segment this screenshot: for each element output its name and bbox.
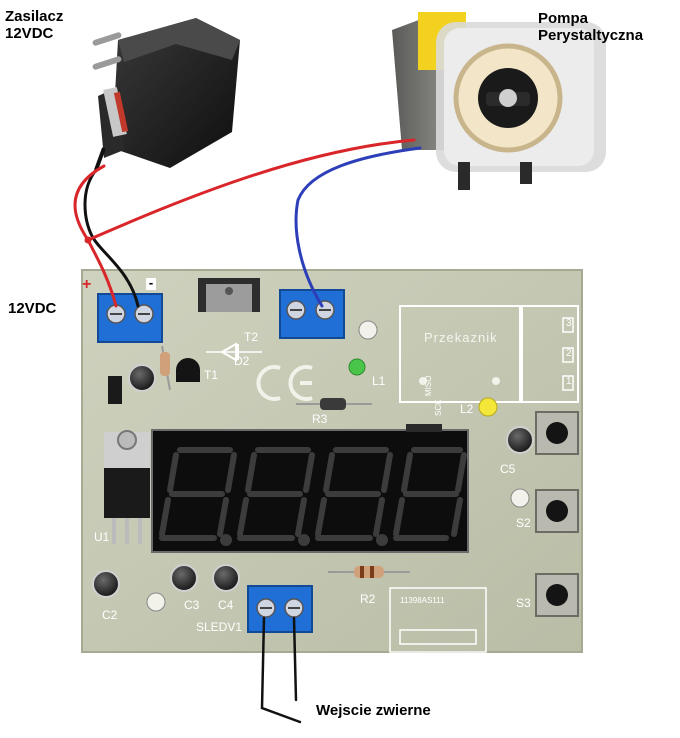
l1-label: L1: [372, 374, 386, 388]
c4-label: C4: [218, 598, 234, 612]
s2-label: S2: [516, 516, 531, 530]
seven-segment-digits: [159, 447, 467, 546]
s3-label: S3: [516, 596, 531, 610]
d2-label: D2: [234, 354, 250, 368]
relay-pin-1: 1: [566, 376, 572, 387]
u1-label: U1: [94, 530, 110, 544]
r3-label: R3: [312, 412, 328, 426]
power-supply-label-line1: Zasilacz: [5, 8, 64, 25]
push-buttons: [535, 411, 579, 617]
voltage-label: 12VDC: [8, 300, 57, 317]
wire-junction: [84, 236, 92, 244]
plus-sign: +: [82, 276, 92, 293]
input-label: Wejscie zwierne: [316, 702, 431, 719]
t2-label: T2: [244, 330, 259, 344]
power-supply: [92, 18, 240, 171]
relay-pin-3: 3: [566, 318, 572, 329]
pcb-board: [81, 269, 583, 653]
r2-label: R2: [360, 592, 376, 606]
pump-label-line2: Perystaltyczna: [538, 27, 644, 45]
l2-label: L2: [460, 402, 474, 416]
power-supply-label: Zasilacz 12VDC: [5, 8, 63, 43]
ce-mark-text: CE: [0, 0, 1, 1]
t1-label: T1: [204, 368, 219, 382]
peristaltic-pump: [392, 12, 606, 190]
pump-label-line1: Pompa: [538, 10, 589, 27]
pump-label: Pompa Perystaltyczna: [538, 10, 643, 45]
capacitors: [92, 364, 534, 598]
sck-label: SCK: [434, 399, 443, 416]
miso-label: MISO: [424, 375, 433, 396]
ic-label: 11398AS111: [400, 596, 445, 605]
relay-label: Przekaznik: [424, 330, 498, 345]
minus-sign: -: [146, 276, 156, 290]
c3-label: C3: [184, 598, 200, 612]
sledv-label: SLEDV1: [196, 620, 243, 634]
power-supply-label-line2: 12VDC: [5, 25, 54, 43]
c2-label: C2: [102, 608, 118, 622]
relay-pin-2: 2: [566, 348, 572, 359]
c5-label: C5: [500, 462, 516, 476]
